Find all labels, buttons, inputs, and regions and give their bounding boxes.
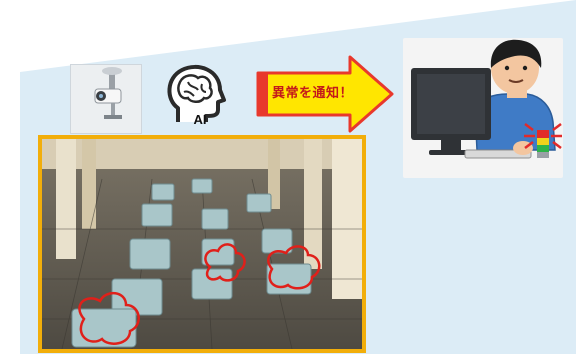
anomaly-marker-icon xyxy=(78,243,321,345)
right-arrow-icon xyxy=(256,55,394,133)
pump-station-photo xyxy=(38,135,366,353)
ai-brain-head-icon xyxy=(167,64,226,122)
pump-hall-scene xyxy=(42,139,362,349)
ai-label: AI xyxy=(193,112,207,127)
operator-at-computer-icon xyxy=(411,39,562,159)
surveillance-camera-icon xyxy=(71,65,141,133)
notify-text: 異常を通知！ xyxy=(272,86,354,101)
camera-photo xyxy=(70,64,142,134)
operator-illustration xyxy=(403,38,563,178)
alarm-lamp-icon xyxy=(524,123,562,158)
